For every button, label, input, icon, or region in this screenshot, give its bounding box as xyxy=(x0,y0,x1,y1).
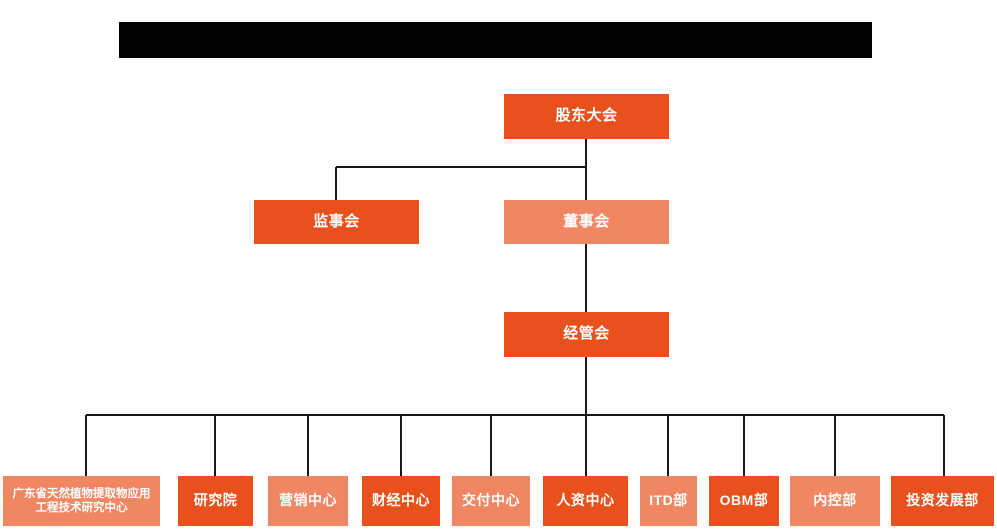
node-finance-center[interactable]: 财经中心 xyxy=(362,476,440,526)
node-obm-department[interactable]: OBM部 xyxy=(709,476,779,526)
node-management-committee[interactable]: 经管会 xyxy=(504,312,669,357)
node-research-institute[interactable]: 研究院 xyxy=(178,476,253,526)
node-board-of-supervisors[interactable]: 监事会 xyxy=(254,200,419,244)
node-investment-development-department[interactable]: 投资发展部 xyxy=(891,476,994,526)
node-hr-center[interactable]: 人资中心 xyxy=(543,476,628,526)
node-itd-department[interactable]: ITD部 xyxy=(640,476,697,526)
node-board-of-directors[interactable]: 董事会 xyxy=(504,200,669,244)
node-internal-control-department[interactable]: 内控部 xyxy=(790,476,880,526)
node-delivery-center[interactable]: 交付中心 xyxy=(452,476,530,526)
redacted-title-banner xyxy=(119,22,872,58)
node-gd-natural-plant-extract-engineering-research-center[interactable]: 广东省天然植物提取物应用工程技术研究中心 xyxy=(3,476,160,526)
node-shareholders-meeting[interactable]: 股东大会 xyxy=(504,94,669,139)
node-marketing-center[interactable]: 营销中心 xyxy=(268,476,348,526)
